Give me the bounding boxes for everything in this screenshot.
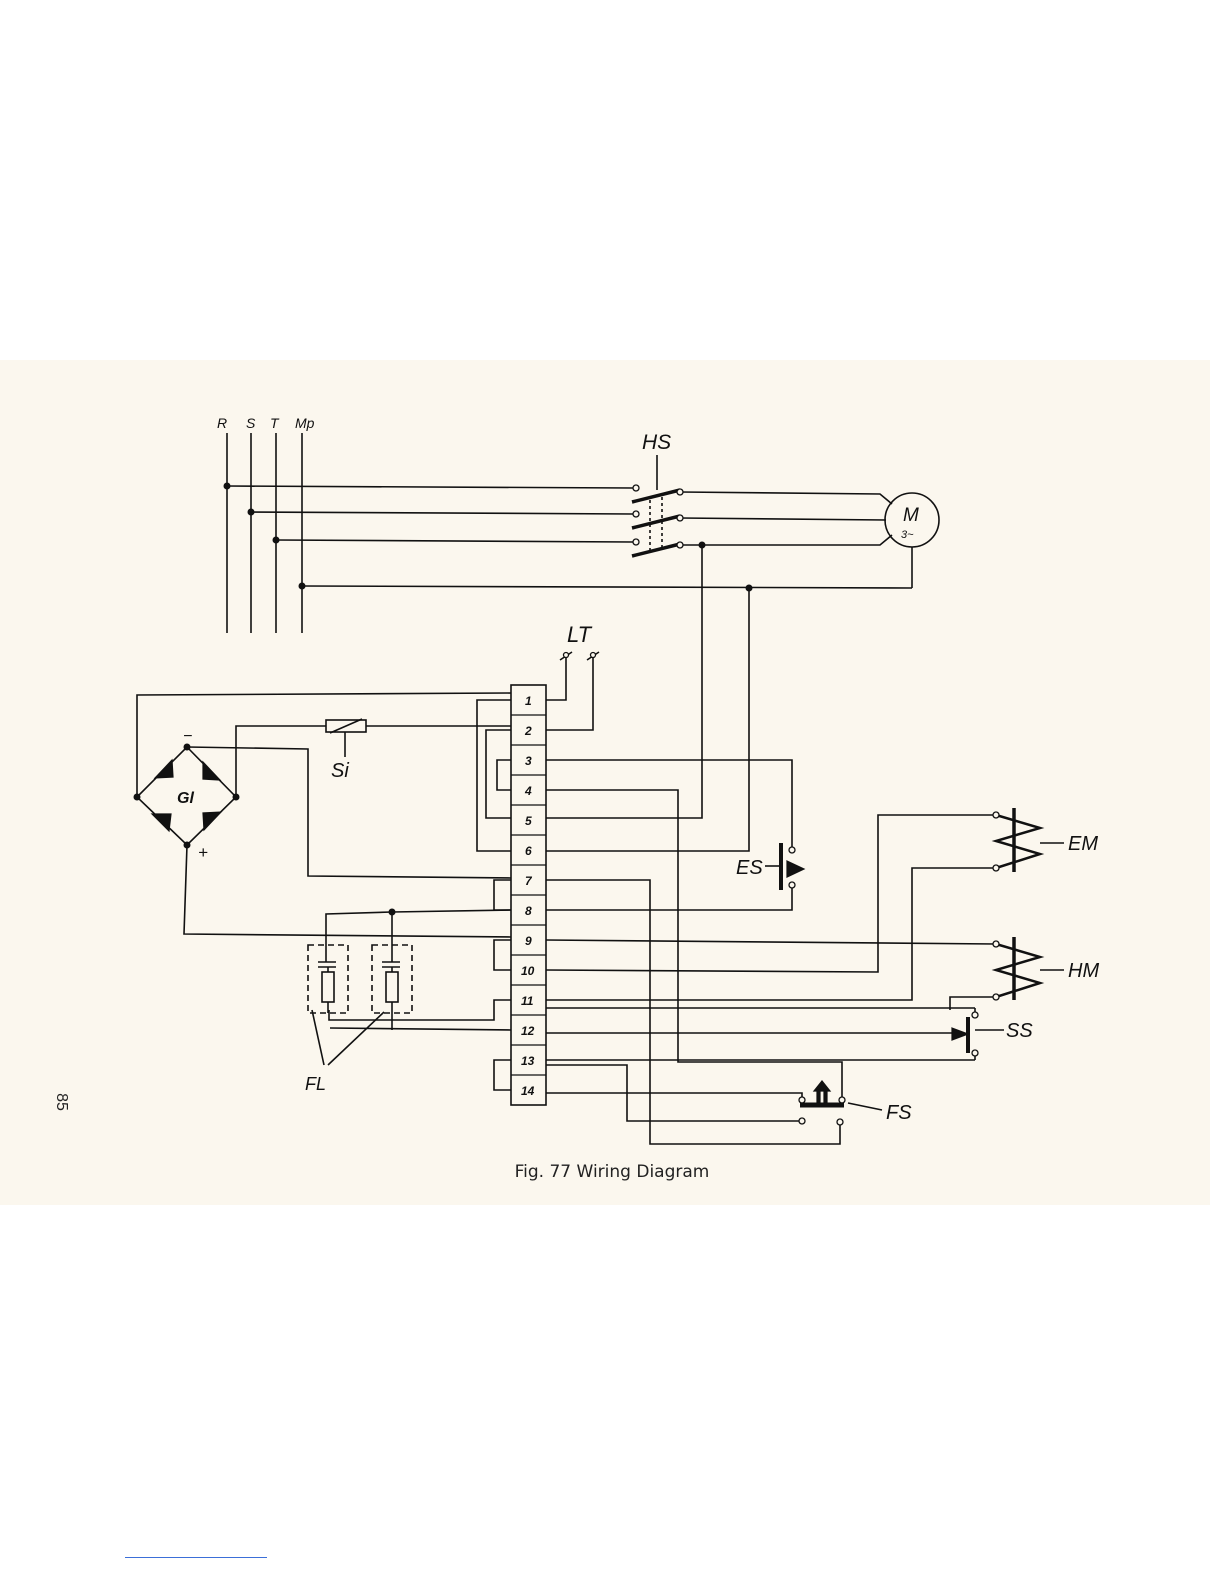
- label-s: S: [246, 415, 256, 431]
- label-es: ES: [736, 857, 763, 879]
- figure-caption: Fig. 77 Wiring Diagram: [0, 1162, 1224, 1182]
- label-r: R: [217, 415, 227, 431]
- label-em: EM: [1068, 833, 1098, 855]
- diode-2: [203, 762, 220, 780]
- page-number: 85: [50, 1082, 70, 1122]
- label-motor: M: [903, 505, 919, 526]
- terminal-number: 2: [524, 724, 532, 738]
- label-hs: HS: [642, 431, 671, 454]
- diode-3: [152, 814, 171, 831]
- terminal-number: 1: [525, 694, 532, 708]
- label-gl: Gl: [177, 790, 194, 807]
- label-mp: Mp: [295, 415, 315, 431]
- terminal-number: 12: [521, 1024, 535, 1038]
- label-motor-type: 3~: [901, 529, 914, 541]
- terminal-number: 10: [521, 964, 535, 978]
- label-fs: FS: [886, 1102, 912, 1124]
- diode-4: [203, 812, 221, 830]
- terminal-number: 14: [521, 1084, 535, 1098]
- label-si: Si: [331, 760, 349, 782]
- diode-1: [155, 760, 173, 778]
- terminal-number: 5: [525, 814, 532, 828]
- label-fl: FL: [305, 1074, 326, 1094]
- terminal-number: 8: [525, 904, 532, 918]
- terminal-number: 9: [525, 934, 532, 948]
- terminal-number: 3: [525, 754, 532, 768]
- terminal-number: 6: [525, 844, 532, 858]
- label-t: T: [270, 415, 280, 431]
- divider-line: [125, 1557, 267, 1558]
- label-ss: SS: [1006, 1020, 1033, 1042]
- label-minus: −: [183, 728, 192, 745]
- terminal-number: 7: [525, 874, 533, 888]
- label-plus: +: [198, 843, 208, 862]
- terminal-number: 4: [524, 784, 532, 798]
- terminal-number: 13: [521, 1054, 535, 1068]
- label-lt: LT: [567, 622, 593, 647]
- label-hm: HM: [1068, 960, 1099, 982]
- terminal-number: 11: [521, 994, 534, 1008]
